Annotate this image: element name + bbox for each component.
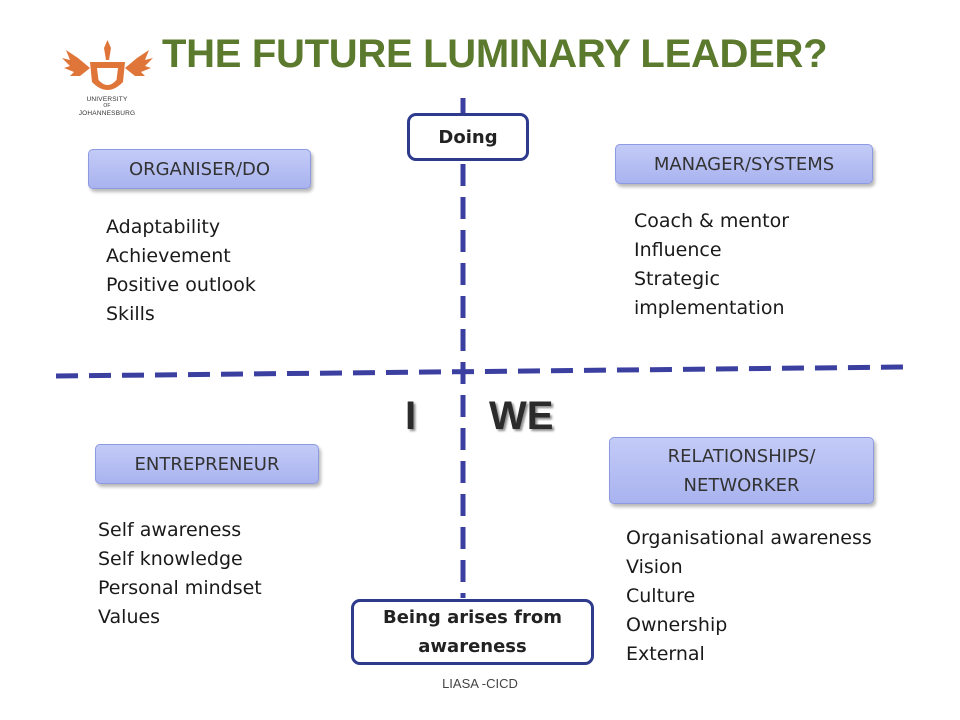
- university-name: UNIVERSITY OF JOHANNESBURG: [78, 96, 136, 117]
- entrepreneur-traits-list: Self awareness Self knowledge Personal m…: [98, 516, 262, 632]
- list-item: Self knowledge: [98, 548, 243, 570]
- list-item: Coach & mentor: [634, 210, 790, 232]
- university-crest-icon: [62, 40, 153, 90]
- list-item: Strategic: [634, 268, 720, 290]
- list-item: Achievement: [106, 245, 231, 267]
- being-axis-label: Being arises from awareness: [351, 599, 594, 665]
- manager-quadrant-label: MANAGER/SYSTEMS: [615, 144, 873, 184]
- manager-traits-list: Coach & mentor Influence Strategic imple…: [634, 207, 789, 323]
- page-title: THE FUTURE LUMINARY LEADER?: [162, 32, 828, 76]
- list-item: Values: [98, 606, 161, 628]
- list-item: External: [626, 643, 705, 665]
- organiser-quadrant-label: ORGANISER/DO: [88, 149, 311, 189]
- horizontal-axis: [55, 364, 905, 379]
- relationships-quadrant-label: RELATIONSHIPS/ NETWORKER: [609, 437, 874, 504]
- list-item: Adaptability: [106, 216, 221, 238]
- list-item: Influence: [634, 239, 722, 261]
- list-item: Personal mindset: [98, 577, 262, 599]
- i-axis-label: I: [405, 394, 417, 438]
- list-item: implementation: [634, 297, 785, 319]
- list-item: Skills: [106, 303, 155, 325]
- doing-axis-label: Doing: [407, 113, 529, 161]
- relationships-traits-list: Organisational awareness Vision Culture …: [626, 524, 872, 669]
- list-item: Culture: [626, 585, 696, 607]
- list-item: Positive outlook: [106, 274, 256, 296]
- footer-text: LIASA -CICD: [442, 676, 518, 691]
- we-axis-label: WE: [489, 394, 554, 438]
- organiser-traits-list: Adaptability Achievement Positive outloo…: [106, 213, 256, 329]
- list-item: Self awareness: [98, 519, 242, 541]
- list-item: Vision: [626, 556, 683, 578]
- entrepreneur-quadrant-label: ENTREPRENEUR: [95, 444, 319, 484]
- list-item: Ownership: [626, 614, 728, 636]
- list-item: Organisational awareness: [626, 527, 872, 549]
